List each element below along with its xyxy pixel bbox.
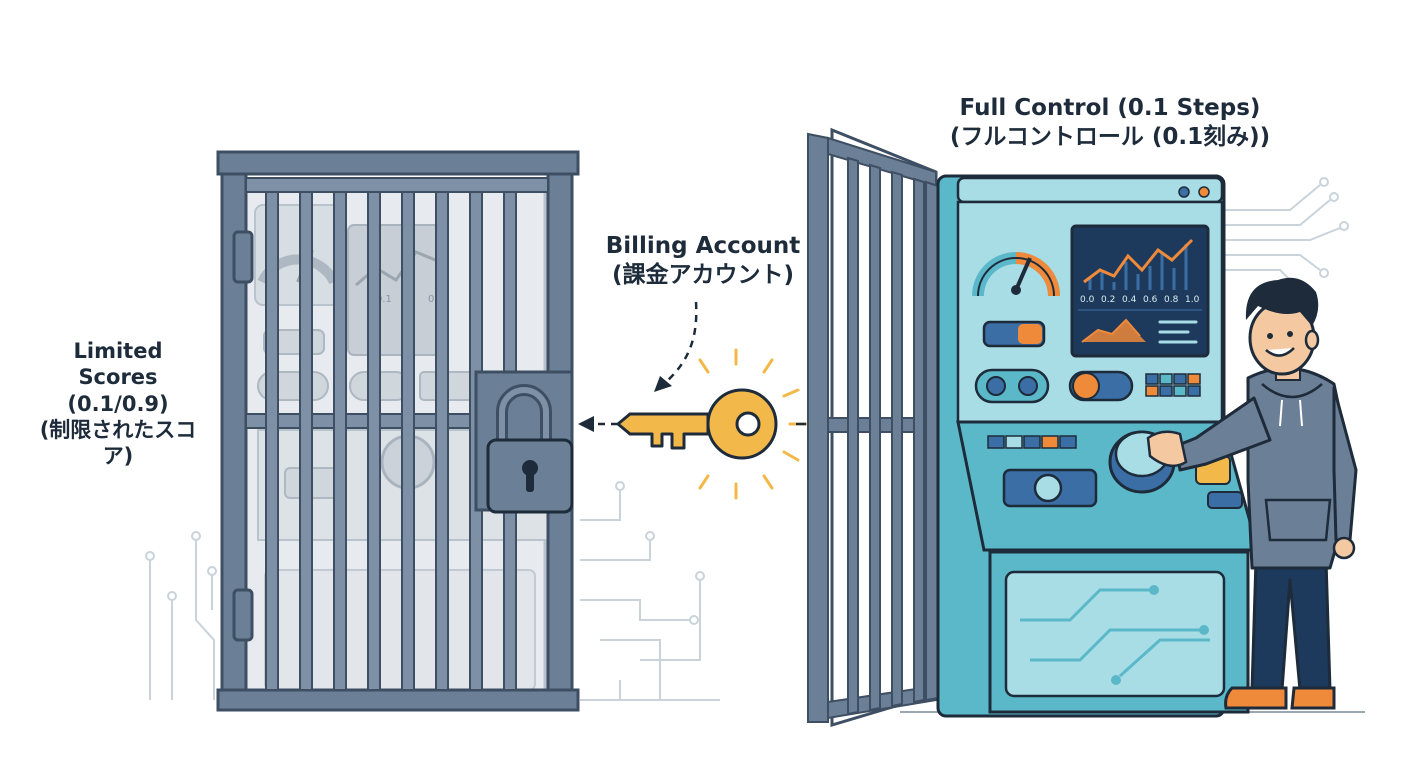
billing-account-label: Billing Account (課金アカウント) <box>578 232 828 290</box>
full-title: Full Control (0.1 Steps) <box>959 95 1261 121</box>
key-icon <box>616 348 808 500</box>
billing-title: Billing Account <box>605 233 801 259</box>
limited-title-line2: Scores <box>78 365 158 390</box>
locked-tick-low: 0.1 <box>376 294 392 305</box>
limited-scores-label: Limited Scores (0.1/0.9) (制限されたスコ ア) <box>18 338 218 469</box>
limited-range: (0.1/0.9) <box>67 391 169 416</box>
open-tick-3: 0.6 <box>1143 295 1158 305</box>
caged-control-panel: 0.1 0.9 <box>216 150 580 712</box>
billing-japanese: (課金アカウント) <box>611 261 795 288</box>
open-tick-5: 1.0 <box>1185 295 1200 305</box>
open-tick-0: 0.0 <box>1080 295 1095 305</box>
open-gate <box>807 127 939 728</box>
limited-japanese-line1: (制限されたスコ <box>39 417 197 442</box>
person-icon <box>1146 277 1358 710</box>
open-tick-4: 0.8 <box>1164 295 1179 305</box>
limited-japanese-line2: ア) <box>102 444 134 468</box>
gauge <box>972 252 1060 297</box>
circuit-traces-left <box>145 481 720 701</box>
full-japanese: (フルコントロール (0.1刻み)) <box>949 123 1271 150</box>
open-tick-2: 0.4 <box>1122 295 1137 305</box>
arrow-to-lock <box>578 416 618 432</box>
open-tick-1: 0.2 <box>1101 295 1115 305</box>
arrow-label-to-key <box>654 301 698 392</box>
limited-title-line1: Limited <box>73 339 163 363</box>
full-control-label: Full Control (0.1 Steps) (フルコントロール (0.1刻… <box>900 94 1320 152</box>
chart-screen: 0.0 0.2 0.4 0.6 0.8 1.0 <box>1070 224 1210 358</box>
padlock-icon <box>486 384 574 514</box>
